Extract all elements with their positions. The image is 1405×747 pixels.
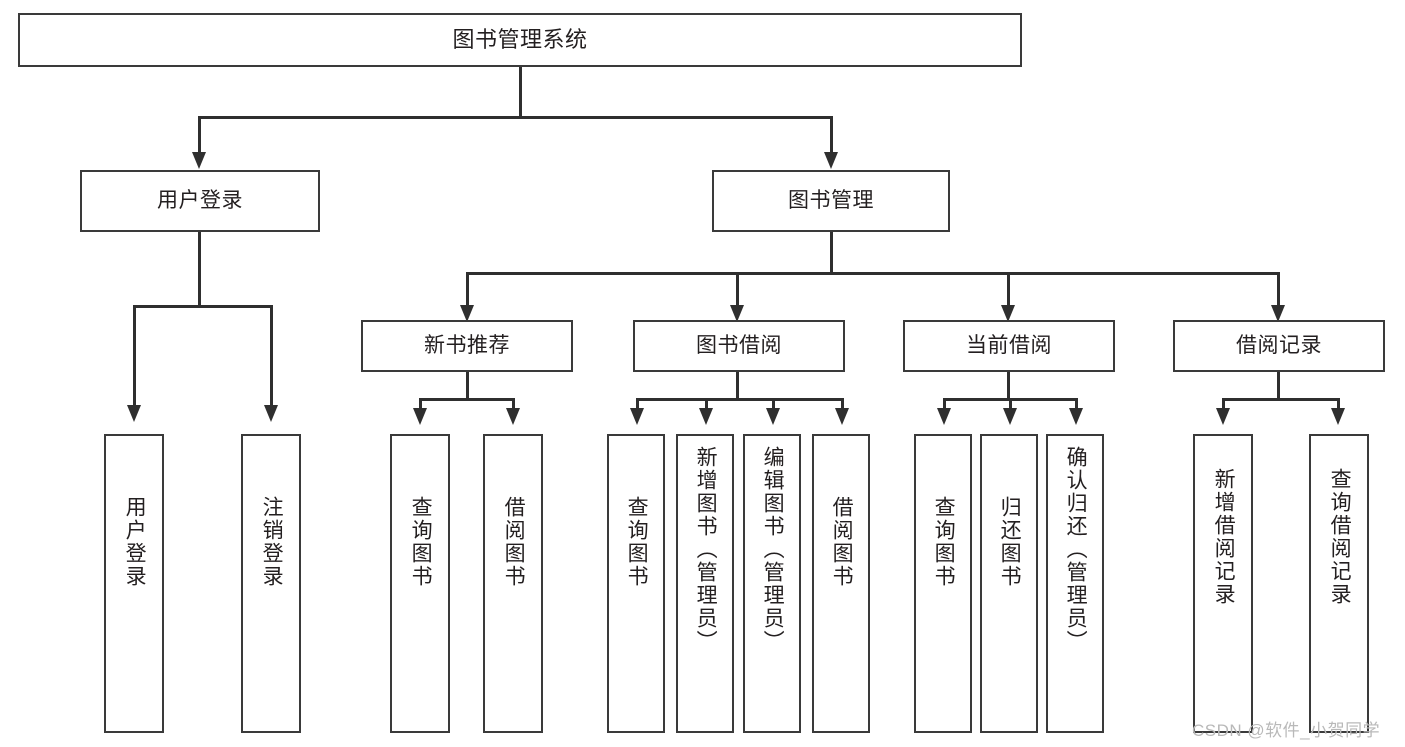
arrow-down-icon: [192, 152, 206, 169]
node-label: 图书管理: [788, 189, 874, 213]
connector-drop-new-book-2: [512, 398, 515, 410]
node-user-login[interactable]: 用户登录: [80, 170, 320, 232]
node-label: 确认归还（管理员）: [1064, 446, 1088, 653]
connector-borrow-record-bus: [1222, 398, 1339, 401]
node-label: 新增借阅记录: [1212, 468, 1236, 606]
leaf-logout-login[interactable]: 注销登录: [241, 434, 301, 733]
leaf-borrow-book-recommend[interactable]: 借阅图书: [483, 434, 543, 733]
arrow-down-icon: [699, 408, 713, 425]
node-label: 查询图书: [409, 496, 433, 588]
arrow-down-icon: [766, 408, 780, 425]
connector-drop-level3-4: [1277, 272, 1280, 308]
node-label: 用户登录: [123, 496, 147, 588]
connector-drop-book-borrow-3: [772, 398, 775, 410]
node-label: 图书借阅: [696, 334, 782, 358]
connector-book-borrow-bus: [636, 398, 843, 401]
node-root-book-management-system[interactable]: 图书管理系统: [18, 13, 1022, 67]
connector-drop-level3-3: [1007, 272, 1010, 308]
arrow-down-icon: [730, 305, 744, 322]
leaf-return-book[interactable]: 归还图书: [980, 434, 1038, 733]
node-label: 编辑图书（管理员）: [761, 446, 785, 653]
node-book-borrow[interactable]: 图书借阅: [633, 320, 845, 372]
connector-user-login-stem: [198, 232, 201, 306]
connector-new-book-stem: [466, 372, 469, 400]
connector-book-borrow-stem: [736, 372, 739, 400]
connector-drop-borrow-record-2: [1337, 398, 1340, 410]
node-book-management[interactable]: 图书管理: [712, 170, 950, 232]
arrow-down-icon: [413, 408, 427, 425]
arrow-down-icon: [1271, 305, 1285, 322]
connector-root-bus: [198, 116, 832, 119]
connector-drop-book-borrow-2: [705, 398, 708, 410]
arrow-down-icon: [1216, 408, 1230, 425]
leaf-edit-book-admin[interactable]: 编辑图书（管理员）: [743, 434, 801, 733]
arrow-down-icon: [1003, 408, 1017, 425]
node-label: 查询图书: [932, 496, 956, 588]
connector-drop-current-borrow-3: [1075, 398, 1078, 410]
connector-borrow-record-stem: [1277, 372, 1280, 400]
leaf-user-login[interactable]: 用户登录: [104, 434, 164, 733]
node-label: 用户登录: [157, 189, 243, 213]
connector-drop-user-login: [198, 116, 201, 154]
leaf-query-book-current[interactable]: 查询图书: [914, 434, 972, 733]
node-label: 新书推荐: [424, 334, 510, 358]
node-label: 当前借阅: [966, 334, 1052, 358]
node-label: 查询借阅记录: [1328, 468, 1352, 606]
node-label: 借阅图书: [830, 496, 854, 588]
connector-user-login-bus: [133, 305, 272, 308]
arrow-down-icon: [1069, 408, 1083, 425]
connector-drop-book-borrow-1: [636, 398, 639, 410]
node-borrow-record[interactable]: 借阅记录: [1173, 320, 1385, 372]
node-new-book-recommend[interactable]: 新书推荐: [361, 320, 573, 372]
node-label: 查询图书: [625, 496, 649, 588]
connector-root-stem: [519, 67, 522, 117]
connector-drop-current-borrow-2: [1009, 398, 1012, 410]
node-label: 图书管理系统: [452, 26, 588, 52]
node-label: 借阅图书: [502, 496, 526, 588]
connector-drop-level3-2: [736, 272, 739, 308]
connector-current-borrow-stem: [1007, 372, 1010, 400]
leaf-query-book-recommend[interactable]: 查询图书: [390, 434, 450, 733]
arrow-down-icon: [630, 408, 644, 425]
arrow-down-icon: [460, 305, 474, 322]
connector-drop-current-borrow-1: [943, 398, 946, 410]
node-label: 注销登录: [260, 496, 284, 588]
arrow-down-icon: [506, 408, 520, 425]
arrow-down-icon: [835, 408, 849, 425]
arrow-down-icon: [1331, 408, 1345, 425]
arrow-down-icon: [824, 152, 838, 169]
connector-drop-user-login-2: [270, 305, 273, 407]
connector-drop-new-book-1: [419, 398, 422, 410]
connector-drop-borrow-record-1: [1222, 398, 1225, 410]
connector-book-management-bus: [466, 272, 1278, 275]
node-label: 归还图书: [998, 496, 1022, 588]
node-label: 借阅记录: [1236, 334, 1322, 358]
connector-drop-level3-1: [466, 272, 469, 308]
connector-book-management-stem: [830, 232, 833, 274]
connector-drop-book-management: [830, 116, 833, 154]
connector-drop-book-borrow-4: [841, 398, 844, 410]
arrow-down-icon: [264, 405, 278, 422]
watermark-text: CSDN @软件_小贺同学: [1192, 721, 1381, 740]
leaf-add-borrow-record[interactable]: 新增借阅记录: [1193, 434, 1253, 733]
leaf-borrow-book[interactable]: 借阅图书: [812, 434, 870, 733]
connector-drop-user-login-1: [133, 305, 136, 407]
leaf-add-book-admin[interactable]: 新增图书（管理员）: [676, 434, 734, 733]
node-current-borrow[interactable]: 当前借阅: [903, 320, 1115, 372]
leaf-query-book-borrow[interactable]: 查询图书: [607, 434, 665, 733]
leaf-query-borrow-record[interactable]: 查询借阅记录: [1309, 434, 1369, 733]
node-label: 新增图书（管理员）: [694, 446, 718, 653]
arrow-down-icon: [1001, 305, 1015, 322]
arrow-down-icon: [937, 408, 951, 425]
arrow-down-icon: [127, 405, 141, 422]
leaf-confirm-return-admin[interactable]: 确认归还（管理员）: [1046, 434, 1104, 733]
connector-new-book-bus: [419, 398, 514, 401]
